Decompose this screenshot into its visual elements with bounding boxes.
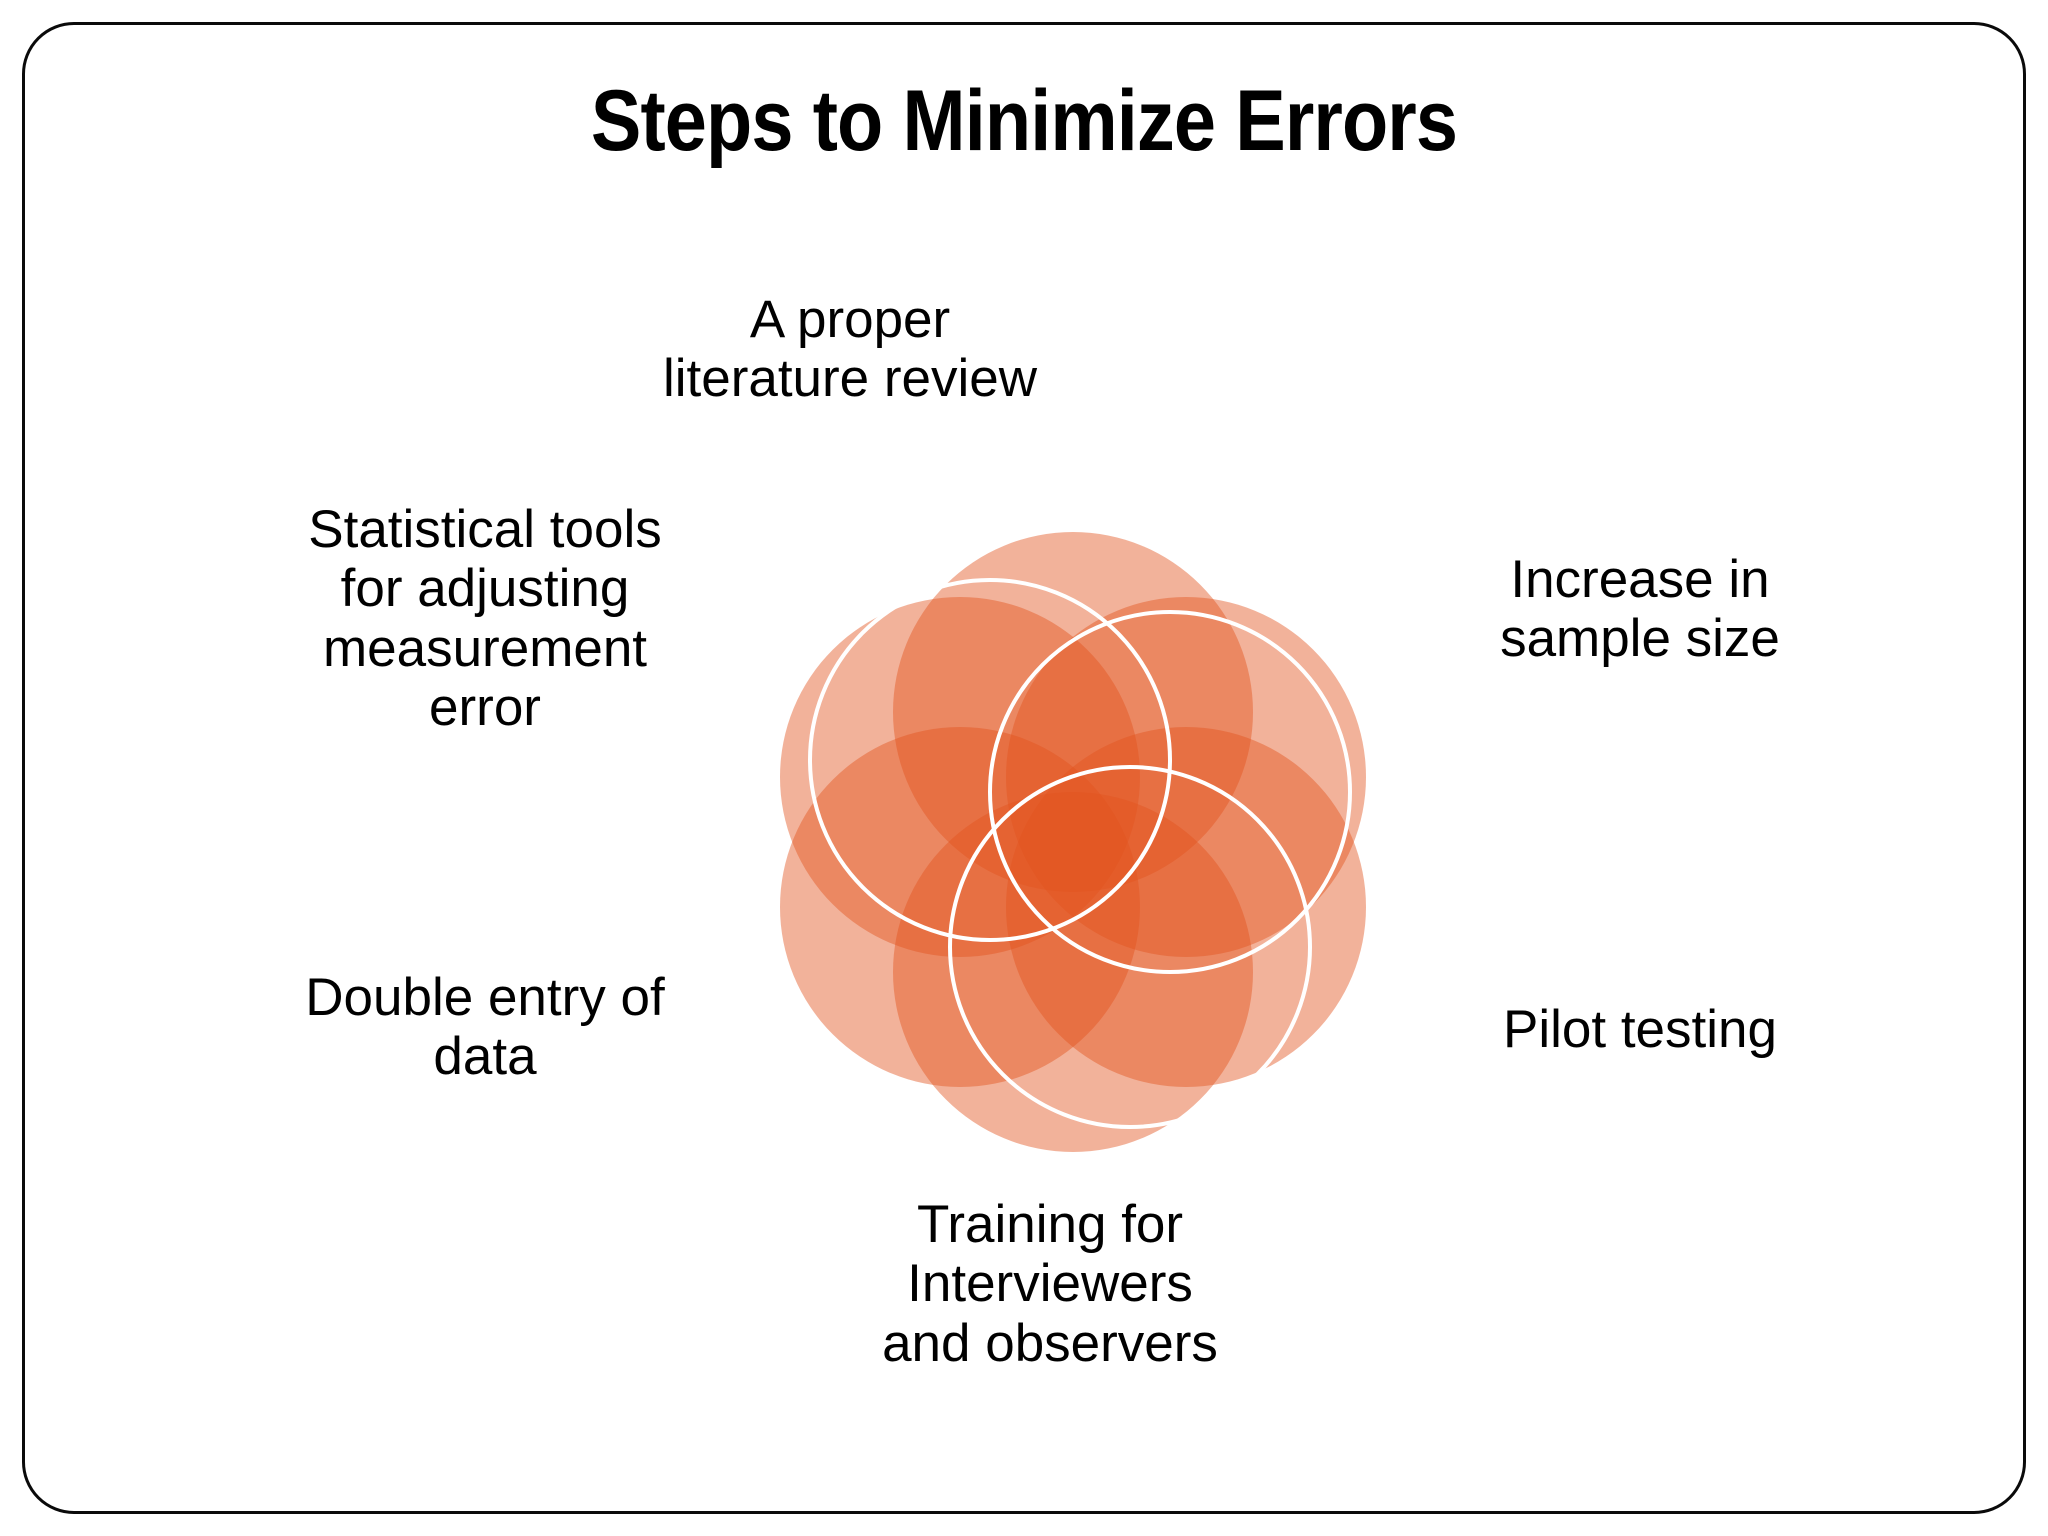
venn-diagram [740, 492, 1406, 1192]
venn-diagram-svg [780, 532, 1366, 1152]
venn-circle-bottom-right [1006, 727, 1366, 1087]
venn-label-training: Training for Interviewers and observers [882, 1195, 1218, 1373]
venn-circle-top-left [780, 597, 1140, 957]
venn-label-statistical-tools: Statistical tools for adjusting measurem… [308, 500, 662, 738]
venn-label-literature-review: A proper literature review [662, 290, 1038, 409]
venn-circle-outline-right [988, 610, 1352, 974]
venn-circle-bottom-left [780, 727, 1140, 1087]
venn-circle-group [780, 532, 1366, 1152]
venn-label-sample-size: Increase in sample size [1500, 550, 1780, 669]
venn-circle-bottom [893, 792, 1253, 1152]
venn-circle-outline-top-left [808, 578, 1172, 942]
venn-label-pilot-testing: Pilot testing [1503, 1000, 1777, 1059]
venn-label-double-entry: Double entry of data [305, 968, 665, 1087]
page-title: Steps to Minimize Errors [590, 73, 1458, 169]
venn-circle-outline-bottom [948, 765, 1312, 1129]
